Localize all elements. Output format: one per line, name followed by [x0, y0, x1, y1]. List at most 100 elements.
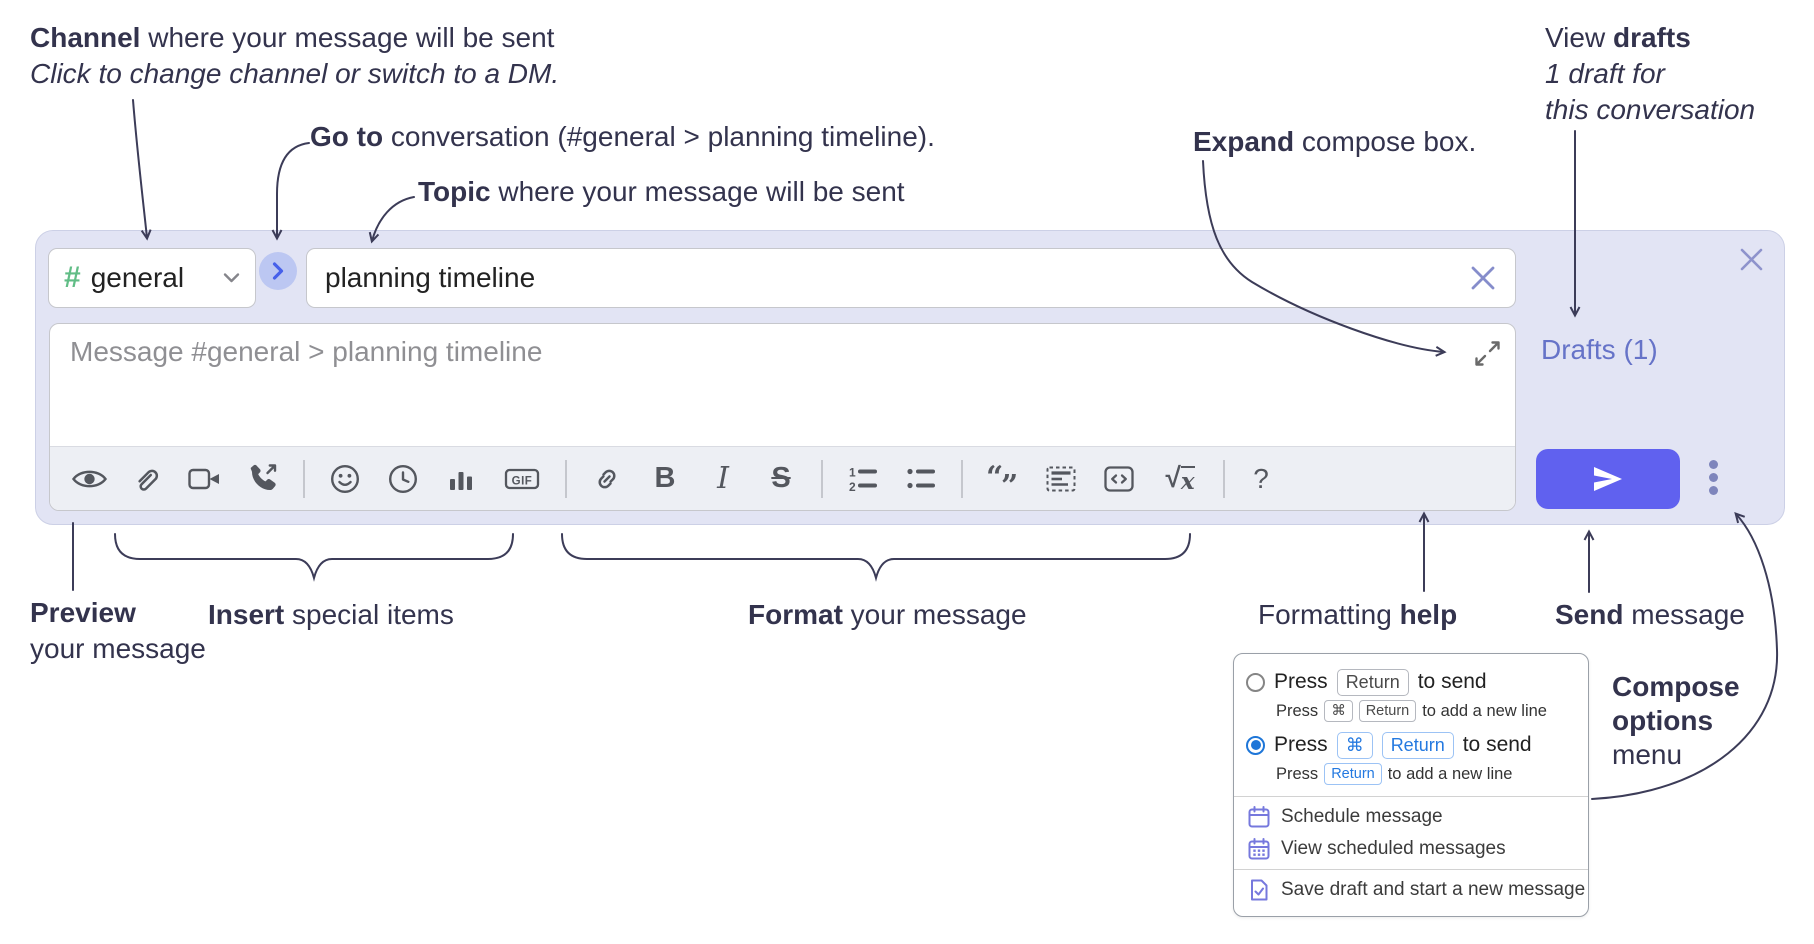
go-to-conversation-button[interactable] — [259, 252, 297, 290]
topic-value: planning timeline — [325, 262, 536, 293]
channel-annotation-bold: Channel — [30, 22, 141, 53]
link-button[interactable] — [578, 455, 636, 503]
menu-item-save-draft[interactable]: Save draft and start a new message — [1234, 874, 1588, 906]
dot — [1708, 460, 1718, 469]
radio-selected-icon[interactable] — [1246, 735, 1265, 755]
expand-annotation: Expand compose box. — [1193, 126, 1477, 157]
channel-name: general — [90, 262, 185, 293]
phone-call-icon — [250, 463, 277, 490]
return-key: Return — [1324, 763, 1382, 785]
goto-annotation: Go to conversation (#general > planning … — [310, 121, 935, 152]
preview-button[interactable] — [60, 455, 118, 503]
clear-topic-icon[interactable] — [1469, 264, 1497, 292]
code-icon — [1104, 465, 1134, 492]
strikethrough-button[interactable]: S — [752, 455, 810, 503]
calendar-grid-icon — [1248, 838, 1270, 860]
smiley-icon — [330, 464, 360, 493]
send-icon — [1594, 467, 1622, 491]
send-mode-option-return-sub: Press ⌘ Return to add a new line — [1234, 698, 1588, 724]
return-key: Return — [1358, 700, 1417, 722]
menu-divider — [1234, 869, 1588, 870]
attach-file-button[interactable] — [118, 455, 176, 503]
toolbar-divider — [1223, 459, 1225, 498]
menu-item-view-scheduled[interactable]: View scheduled messages — [1234, 833, 1588, 865]
goto-arrow — [271, 142, 310, 241]
math-button[interactable]: √x — [1148, 455, 1212, 503]
gif-button[interactable]: GIF — [490, 455, 554, 503]
compose-options-menu: Press Return to send Press ⌘ Return to a… — [1233, 653, 1589, 917]
channel-annotation-rest: where your message will be sent — [140, 22, 555, 53]
channel-hash-icon: # — [64, 261, 81, 294]
quote-icon: “” — [986, 463, 1018, 495]
bulleted-list-button[interactable] — [892, 455, 950, 503]
toolbar-divider — [565, 459, 567, 498]
dot — [1708, 473, 1718, 482]
menu-item-schedule-message[interactable]: Schedule message — [1234, 801, 1588, 833]
quote-button[interactable]: “” — [974, 455, 1032, 503]
format-annotation: Format your message — [748, 599, 1027, 630]
code-button[interactable] — [1090, 455, 1148, 503]
channel-selector[interactable]: # general — [48, 248, 256, 308]
audio-call-button[interactable] — [234, 455, 292, 503]
video-camera-icon — [188, 468, 219, 489]
video-call-button[interactable] — [176, 455, 234, 503]
drafts-annotation: View drafts 1 draft for this conversatio… — [1545, 22, 1756, 125]
close-compose-icon[interactable] — [1738, 246, 1765, 273]
drafts-link[interactable]: Drafts (1) — [1541, 334, 1658, 365]
dot — [1708, 486, 1718, 495]
preview-annotation: Preview your message — [30, 597, 206, 664]
draft-document-icon — [1251, 879, 1268, 901]
channel-annotation: Channel where your message will be sent … — [30, 20, 559, 92]
eye-icon — [71, 470, 107, 487]
radio-unselected-icon[interactable] — [1246, 672, 1265, 692]
clock-icon — [388, 464, 418, 493]
chevron-down-icon — [223, 273, 240, 283]
send-mode-option-cmd-return[interactable]: Press ⌘ Return to send — [1234, 729, 1588, 761]
gif-icon: GIF — [504, 468, 540, 489]
return-key: Return — [1381, 731, 1454, 759]
toolbar-divider — [821, 459, 823, 498]
return-key: Return — [1336, 668, 1409, 696]
svg-text:2: 2 — [849, 480, 856, 494]
numbered-list-icon: 12 — [849, 465, 877, 494]
spoiler-button[interactable] — [1032, 455, 1090, 503]
bar-chart-icon — [450, 471, 472, 490]
topic-annotation: Topic where your message will be sent — [418, 176, 905, 207]
send-mode-option-return[interactable]: Press Return to send — [1234, 666, 1588, 698]
topic-input[interactable]: planning timeline — [306, 248, 1516, 308]
emoji-button[interactable] — [316, 455, 374, 503]
compose-options-button[interactable] — [1702, 460, 1724, 495]
sqrt-x-icon: √x — [1165, 462, 1195, 495]
message-input[interactable]: Message #general > planning timeline — [70, 336, 543, 367]
insert-brace — [114, 533, 514, 582]
spoiler-icon — [1046, 466, 1076, 491]
toolbar-divider — [961, 459, 963, 498]
compose-options-annotation: Compose options menu — [1612, 671, 1740, 770]
message-box: Message #general > planning timeline — [49, 323, 1516, 511]
send-button[interactable] — [1536, 449, 1680, 509]
toolbar-divider — [303, 459, 305, 498]
formatting-help-button[interactable]: ? — [1236, 455, 1286, 503]
svg-text:“: “ — [986, 463, 1003, 495]
bulleted-list-icon — [907, 468, 935, 488]
schedule-time-button[interactable] — [374, 455, 432, 503]
channel-arrow — [132, 99, 152, 241]
svg-text:GIF: GIF — [512, 475, 533, 487]
insert-annotation: Insert special items — [208, 599, 454, 630]
compose-box: # general planning timeline Message #gen… — [35, 230, 1785, 525]
formatting-help-annotation: Formatting help — [1258, 599, 1458, 630]
calendar-icon — [1248, 806, 1270, 828]
menu-divider — [1234, 796, 1588, 797]
italic-button[interactable]: I — [694, 455, 752, 503]
svg-text:1: 1 — [849, 465, 856, 479]
poll-button[interactable] — [432, 455, 490, 503]
format-brace — [561, 533, 1191, 582]
chevron-right-icon — [272, 262, 284, 280]
link-icon — [598, 469, 616, 488]
svg-text:”: ” — [1001, 469, 1018, 495]
bold-button[interactable]: B — [636, 455, 694, 503]
expand-compose-icon[interactable] — [1474, 340, 1501, 367]
